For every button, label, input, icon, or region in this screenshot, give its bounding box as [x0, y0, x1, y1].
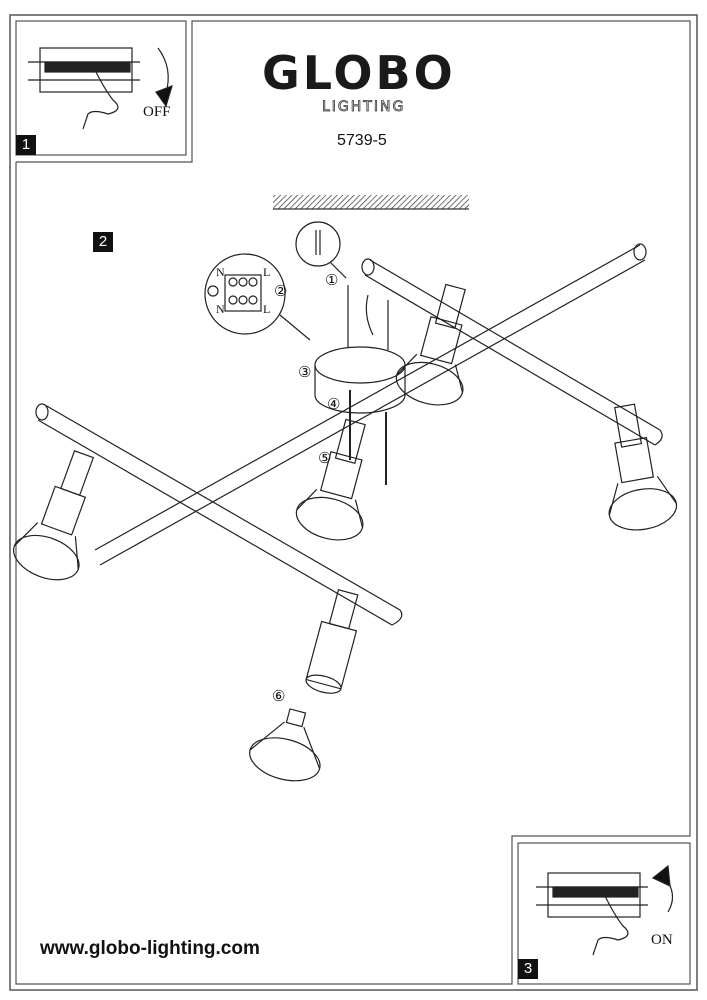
dowel-detail-circle — [295, 221, 341, 267]
callout-2: ② — [274, 284, 288, 300]
canopy — [314, 285, 406, 485]
model-number: 5739-5 — [337, 132, 387, 149]
off-label: OFF — [143, 104, 171, 120]
breaker-off-drawing — [28, 47, 173, 130]
callout-4: ④ — [327, 397, 341, 413]
brand-logo: GLOBO — [262, 46, 456, 100]
spotlight — [13, 450, 95, 581]
brand-logo-sub: LIGHTING — [322, 99, 406, 115]
step-2-badge: 2 — [93, 232, 113, 252]
terminal-l-bottom: L — [263, 302, 271, 316]
gu10-bulb — [249, 708, 321, 782]
website-url: www.globo-lighting.com — [40, 938, 260, 959]
on-label: ON — [651, 932, 673, 948]
spotlight — [295, 418, 366, 541]
spotlight — [608, 403, 678, 531]
terminal-detail-circle — [204, 253, 286, 335]
spotlight — [395, 283, 466, 406]
ceiling-hatch — [273, 195, 469, 209]
mounting-bars — [35, 243, 663, 626]
breaker-on-drawing — [536, 864, 674, 956]
callout-6: ⑥ — [272, 689, 286, 705]
callout-1: ① — [325, 273, 339, 289]
spotlight-exploded — [305, 589, 359, 694]
terminal-n-top: N — [216, 265, 225, 279]
outer-frame — [9, 14, 698, 991]
callout-3: ③ — [298, 365, 312, 381]
step1-frame — [15, 20, 187, 156]
step3-frame — [517, 842, 691, 985]
step-1-badge: 1 — [16, 135, 36, 155]
terminal-n-bottom: N — [216, 302, 225, 316]
step-3-badge: 3 — [518, 959, 538, 979]
main-frame — [15, 20, 691, 985]
terminal-l-top: L — [263, 265, 271, 279]
callout-5: ⑤ — [318, 451, 332, 467]
